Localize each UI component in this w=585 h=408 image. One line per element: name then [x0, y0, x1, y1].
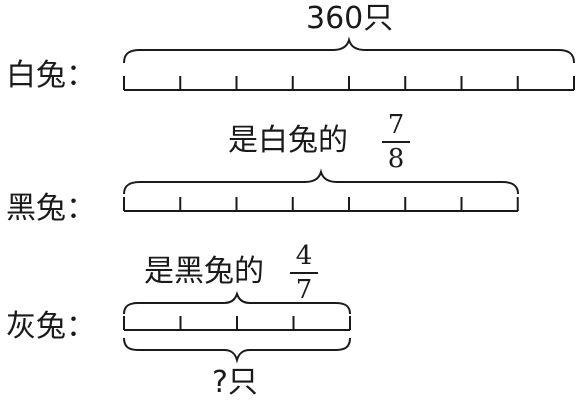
- gray-ratio-brace: [123, 290, 351, 315]
- black-rabbit-label: 黑兔：: [6, 191, 96, 226]
- gray-rabbit-label: 灰兔：: [6, 309, 96, 344]
- gray-fraction-numerator: 4: [295, 241, 313, 271]
- gray-unknown-text: ?只: [212, 365, 258, 400]
- gray-rabbit-bar: [123, 316, 351, 331]
- black-fraction-numerator: 7: [387, 110, 405, 140]
- gray-fraction-denominator: 7: [295, 275, 313, 305]
- black-fraction-bar: [382, 141, 410, 143]
- white-total-brace: [123, 36, 575, 64]
- gray-bar-ticks: [123, 316, 351, 330]
- black-fraction-denominator: 8: [387, 144, 405, 174]
- black-ratio-fraction: 7 8: [382, 112, 410, 172]
- black-rabbit-bar: [123, 197, 519, 212]
- black-ratio-brace: [123, 168, 519, 195]
- gray-unknown-brace: [123, 337, 351, 364]
- white-bar-ticks: [123, 76, 575, 90]
- gray-fraction-bar: [290, 272, 318, 274]
- white-rabbit-label: 白兔：: [6, 58, 96, 93]
- gray-ratio-text: 是黑兔的: [144, 254, 264, 289]
- white-rabbit-bar: [123, 76, 575, 91]
- gray-ratio-fraction: 4 7: [290, 243, 318, 303]
- white-total-text: 360只: [306, 1, 394, 36]
- black-bar-ticks: [123, 197, 519, 211]
- black-ratio-text: 是白兔的: [228, 123, 348, 158]
